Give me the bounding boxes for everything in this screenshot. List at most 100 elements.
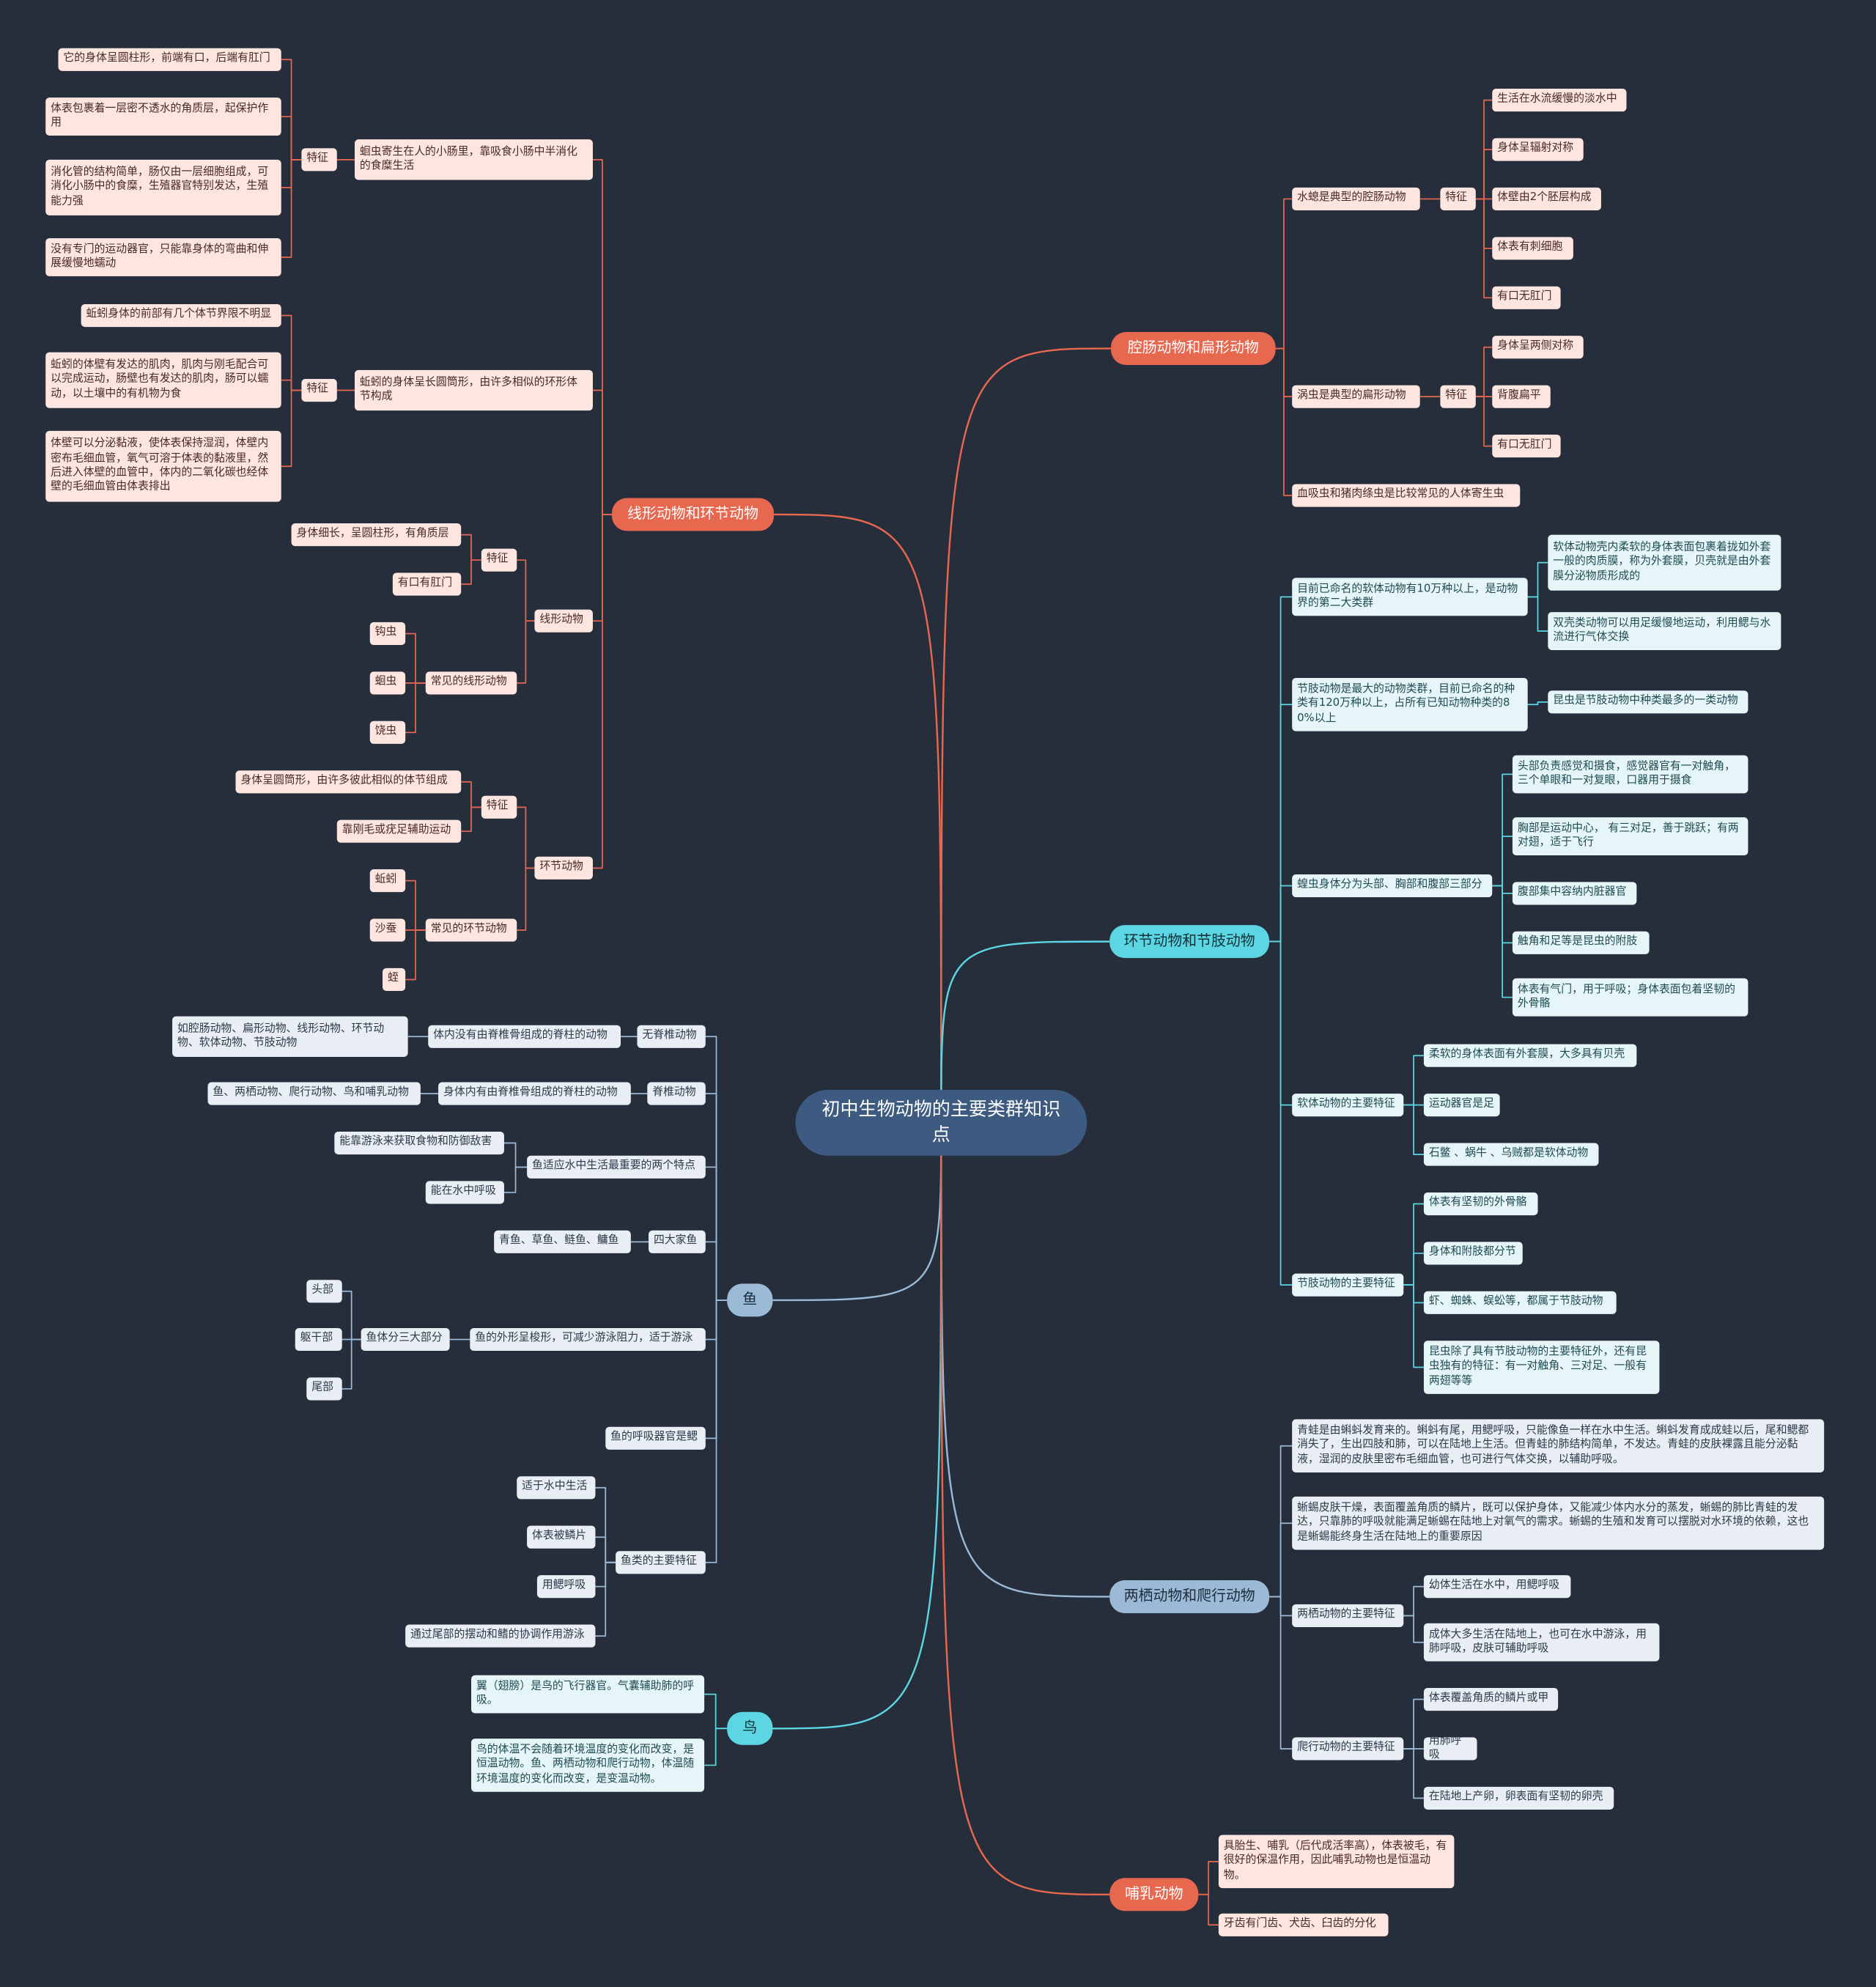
topic-n1a2[interactable]: 身体呈辐射对称 <box>1492 138 1584 161</box>
mollusk-count-node[interactable]: 目前已命名的软体动物有10万种以上，是动物界的第二大类群 <box>1292 578 1528 616</box>
topic-n5a1[interactable]: 蚯蚓身体的前部有几个体节界限不明显 <box>81 303 281 328</box>
bird-wing-node[interactable]: 翼（翅膀）是鸟的飞行器官。气囊辅助肺的呼吸。 <box>471 1675 705 1714</box>
locust-node[interactable]: 蝗虫身体分为头部、胸部和腹部三部分 <box>1292 874 1493 898</box>
topic-n7b2[interactable]: 沙蚕 <box>369 918 406 942</box>
topic-n6b[interactable]: 常见的线形动物 <box>425 671 517 695</box>
topic-n4a2[interactable]: 体表包裹着一层密不透水的角质层，起保护作用 <box>45 97 281 136</box>
topic-n6a[interactable]: 特征 <box>481 548 517 572</box>
fish-adaptation-node[interactable]: 鱼适应水中生活最重要的两个特点 <box>527 1155 706 1179</box>
topic-n7a2[interactable]: 靠刚毛或疣足辅助运动 <box>336 819 462 843</box>
topic-n1a4[interactable]: 体表有刺细胞 <box>1492 237 1573 260</box>
topic-n10c[interactable]: 腹部集中容纳内脏器官 <box>1512 882 1637 905</box>
amphibian-features-node[interactable]: 两栖动物的主要特征 <box>1292 1604 1404 1627</box>
planarian-node[interactable]: 涡虫是典型的扁形动物 <box>1292 385 1420 408</box>
topic-n7a1[interactable]: 身体呈圆筒形，由许多彼此相似的体节组成 <box>235 770 462 794</box>
branch-coelenterate-flatworm[interactable]: 腔肠动物和扁形动物 <box>1110 331 1276 365</box>
fish-gill-node[interactable]: 鱼的呼吸器官是鳃 <box>605 1426 706 1450</box>
topic-n7a[interactable]: 特征 <box>481 795 517 819</box>
topic-n4a[interactable]: 特征 <box>301 148 337 172</box>
topic-n12c[interactable]: 虾、蜘蛛、蜈蚣等，都属于节肢动物 <box>1423 1291 1617 1314</box>
topic-n10a[interactable]: 头部负责感觉和摄食，感觉器官有一对触角，三个单眼和一对复眼，口器用于摄食 <box>1512 755 1748 794</box>
invertebrate-node[interactable]: 无脊椎动物 <box>637 1025 706 1048</box>
fish-shape-node[interactable]: 鱼的外形呈梭形，可减少游泳阻力，适于游泳 <box>470 1327 706 1352</box>
topic-n15a[interactable]: 能靠游泳来获取食物和防御敌害 <box>334 1131 504 1155</box>
topic-n12a[interactable]: 体表有坚韧的外骨骼 <box>1423 1192 1538 1216</box>
topic-n13a1[interactable]: 如腔肠动物、扁形动物、线形动物、环节动物、软体动物、节肢动物 <box>172 1016 408 1057</box>
topic-n23c[interactable]: 在陆地上产卵，卵表面有坚韧的卵壳 <box>1423 1786 1614 1810</box>
nematode-node[interactable]: 线形动物 <box>534 609 593 633</box>
topic-n22a[interactable]: 幼体生活在水中，用鳃呼吸 <box>1423 1575 1571 1599</box>
branch-mammal[interactable]: 哺乳动物 <box>1109 1878 1199 1912</box>
topic-n6b3[interactable]: 饶虫 <box>369 720 406 744</box>
topic-n19c[interactable]: 用鳃呼吸 <box>536 1575 596 1599</box>
mollusk-features-node[interactable]: 软体动物的主要特征 <box>1292 1094 1404 1117</box>
topic-n7b[interactable]: 常见的环节动物 <box>425 918 517 942</box>
topic-n10b[interactable]: 胸部是运动中心， 有三对足，善于跳跃；有两对翅，适于飞行 <box>1512 817 1748 856</box>
branch-fish[interactable]: 鱼 <box>727 1283 773 1317</box>
topic-n4a3[interactable]: 消化管的结构简单，肠仅由一层细胞组成，可消化小肠中的食糜，生殖器官特别发达，生殖… <box>45 159 281 215</box>
topic-n19d[interactable]: 通过尾部的摆动和鳍的协调作用游泳 <box>405 1624 596 1648</box>
branch-nematode-annelid[interactable]: 线形动物和环节动物 <box>611 498 775 531</box>
topic-n15b[interactable]: 能在水中呼吸 <box>425 1181 504 1204</box>
topic-n5a2[interactable]: 蚯蚓的体壁有发达的肌肉，肌肉与刚毛配合可以完成运动，肠壁也有发达的肌肉，肠可以蠕… <box>45 352 281 408</box>
topic-n9a[interactable]: 昆虫是节肢动物中种类最多的一类动物 <box>1548 690 1748 714</box>
topic-n14a1[interactable]: 鱼、两栖动物、爬行动物、鸟和哺乳动物 <box>207 1082 421 1105</box>
topic-n17a[interactable]: 鱼体分三大部分 <box>361 1327 450 1352</box>
topic-n2a3[interactable]: 有口无肛门 <box>1492 435 1561 458</box>
topic-n19b[interactable]: 体表被鳞片 <box>527 1525 596 1549</box>
topic-n11a[interactable]: 柔软的身体表面有外套膜，大多具有贝壳 <box>1423 1044 1637 1067</box>
four-carps-node[interactable]: 四大家鱼 <box>649 1230 706 1253</box>
topic-n6b2[interactable]: 蛔虫 <box>369 671 406 695</box>
topic-n17a3[interactable]: 尾部 <box>306 1377 342 1401</box>
topic-n17a1[interactable]: 头部 <box>306 1280 342 1303</box>
topic-n1a1[interactable]: 生活在水流缓慢的淡水中 <box>1492 89 1627 112</box>
topic-n8b[interactable]: 双壳类动物可以用足缓慢地运动，利用鳃与水流进行气体交换 <box>1548 612 1781 650</box>
bird-temperature-node[interactable]: 鸟的体温不会随着环境温度的变化而改变，是恒温动物。鱼、两栖动物和爬行动物，体温随… <box>471 1739 705 1792</box>
topic-n23b[interactable]: 用肺呼吸 <box>1423 1737 1477 1761</box>
topic-n7b1[interactable]: 蚯蚓 <box>369 869 406 893</box>
branch-amphibian-reptile[interactable]: 两栖动物和爬行动物 <box>1109 1580 1270 1613</box>
earthworm-node[interactable]: 蚯蚓的身体呈长圆筒形，由许多相似的环形体节构成 <box>355 369 593 411</box>
topic-n14a[interactable]: 身体内有由脊椎骨组成的脊柱的动物 <box>438 1082 631 1105</box>
topic-n1a[interactable]: 特征 <box>1440 187 1476 211</box>
arthropod-count-node[interactable]: 节肢动物是最大的动物类群，目前已命名的种类有120万种以上，占所有已知动物种类的… <box>1292 677 1528 731</box>
frog-node[interactable]: 青蛙是由蝌蚪发育来的。蝌蚪有尾，用鳃呼吸，只能像鱼一样在水中生活。蝌蚪发育成成蛙… <box>1292 1419 1825 1473</box>
annelid-node[interactable]: 环节动物 <box>534 856 593 880</box>
topic-n22b[interactable]: 成体大多生活在陆地上，也可在水中游泳，用肺呼吸，皮肤可辅助呼吸 <box>1423 1623 1660 1662</box>
mammal-teeth-node[interactable]: 牙齿有门齿、犬齿、臼齿的分化 <box>1218 1913 1389 1936</box>
topic-n2a1[interactable]: 身体呈两侧对称 <box>1492 336 1584 359</box>
lizard-node[interactable]: 蜥蜴皮肤干燥，表面覆盖角质的鳞片，既可以保护身体，又能减少体内水分的蒸发，蜥蜴的… <box>1292 1496 1825 1550</box>
topic-n16a[interactable]: 青鱼、草鱼、鲢鱼、鳙鱼 <box>494 1230 631 1253</box>
topic-n23a[interactable]: 体表覆盖角质的鳞片或甲 <box>1423 1687 1559 1711</box>
topic-n4a1[interactable]: 它的身体呈圆柱形，前端有口，后端有肛门 <box>58 48 281 71</box>
topic-n5a[interactable]: 特征 <box>301 378 337 402</box>
topic-n10e[interactable]: 体表有气门，用于呼吸；身体表面包着坚韧的外骨骼 <box>1512 978 1748 1017</box>
roundworm-node[interactable]: 蛔虫寄生在人的小肠里，靠吸食小肠中半消化的食糜生活 <box>355 139 593 180</box>
reptile-features-node[interactable]: 爬行动物的主要特征 <box>1292 1737 1404 1761</box>
topic-n1a3[interactable]: 体壁由2个胚层构成 <box>1492 187 1601 211</box>
root-topic[interactable]: 初中生物动物的主要类群知识点 <box>795 1089 1087 1156</box>
parasite-node[interactable]: 血吸虫和猪肉绦虫是比较常见的人体寄生虫 <box>1292 484 1521 507</box>
topic-n11c[interactable]: 石鳖 、蜗牛 、乌贼都是软体动物 <box>1423 1143 1599 1166</box>
topic-n7b3[interactable]: 蛭 <box>383 967 406 992</box>
fish-features-node[interactable]: 鱼类的主要特征 <box>616 1551 706 1574</box>
mammal-viviparous-node[interactable]: 具胎生、哺乳（后代成活率高），体表被毛，有很好的保温作用，因此哺乳动物也是恒温动… <box>1218 1835 1455 1889</box>
topic-n6a1[interactable]: 身体细长，呈圆柱形，有角质层 <box>291 523 462 547</box>
topic-n8a[interactable]: 软体动物壳内柔软的身体表面包裹着拢如外套一般的肉质膜，称为外套膜，贝壳就是由外套… <box>1548 534 1781 591</box>
topic-n13a[interactable]: 体内没有由脊椎骨组成的脊柱的动物 <box>428 1025 621 1048</box>
arthropod-features-node[interactable]: 节肢动物的主要特征 <box>1292 1273 1404 1297</box>
topic-n17a2[interactable]: 躯干部 <box>295 1327 342 1352</box>
topic-n5a3[interactable]: 体壁可以分泌黏液，使体表保持湿润，体壁内密布毛细血管，氧气可溶于体表的黏液里，然… <box>45 430 281 502</box>
topic-n10d[interactable]: 触角和足等是昆虫的附肢 <box>1512 931 1650 954</box>
branch-annelid-arthropod[interactable]: 环节动物和节肢动物 <box>1109 925 1270 959</box>
topic-n19a[interactable]: 适于水中生活 <box>517 1476 596 1500</box>
vertebrate-node[interactable]: 脊椎动物 <box>647 1082 706 1105</box>
topic-n4a4[interactable]: 没有专门的运动器官，只能靠身体的弯曲和伸展缓慢地蠕动 <box>45 238 281 276</box>
topic-n6a2[interactable]: 有口有肛门 <box>392 572 462 596</box>
topic-n12d[interactable]: 昆虫除了具有节肢动物的主要特征外，还有昆虫独有的特征：有一对触角、三对足、一般有… <box>1423 1341 1660 1394</box>
topic-n1a5[interactable]: 有口无肛门 <box>1492 286 1561 309</box>
topic-n12b[interactable]: 身体和附肢都分节 <box>1423 1242 1523 1265</box>
topic-n2a[interactable]: 特征 <box>1440 385 1476 408</box>
topic-n11b[interactable]: 运动器官是足 <box>1423 1094 1500 1117</box>
hydra-node[interactable]: 水螅是典型的腔肠动物 <box>1292 187 1420 211</box>
